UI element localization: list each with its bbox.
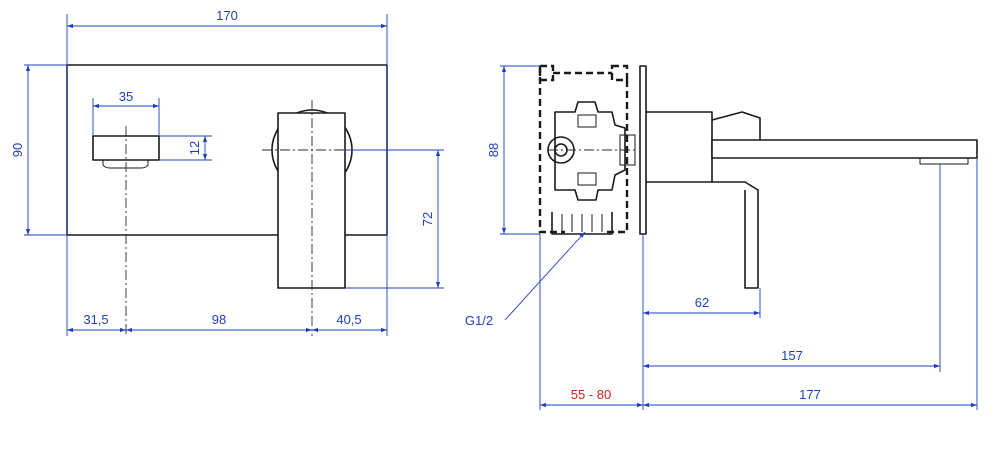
valve-body xyxy=(554,101,626,201)
dim-offset-middle-label: 98 xyxy=(212,312,226,327)
valve-port-top xyxy=(577,114,597,128)
diverter-handle-base xyxy=(102,160,149,169)
spout-aerator xyxy=(919,158,969,165)
dim-total-reach-label: 177 xyxy=(799,387,821,402)
dim-spout-reach-label: 157 xyxy=(781,348,803,363)
thread-label: G1/2 xyxy=(465,313,493,328)
dim-offset-right-label: 40,5 xyxy=(336,312,361,327)
spout xyxy=(711,139,978,159)
dim-lever-depth-label: 62 xyxy=(695,295,709,310)
dim-side-height-label: 88 xyxy=(486,143,501,157)
dim-width-label: 170 xyxy=(216,8,238,23)
dim-handle-width-label: 35 xyxy=(119,89,133,104)
mixer-body xyxy=(646,111,713,183)
lever-body xyxy=(277,112,346,289)
box-right-edge xyxy=(603,80,629,234)
box-left-edge xyxy=(538,66,565,234)
dim-offset-left-label: 31,5 xyxy=(83,312,108,327)
wall-plate-side xyxy=(639,65,647,235)
box-corner-tl xyxy=(538,64,555,82)
front-view: 170 90 35 12 72 31,5 98 40,5 xyxy=(10,8,444,336)
side-view: 88 G1/2 62 157 55 - 80 177 xyxy=(465,64,978,410)
thread-leader-line xyxy=(504,231,586,321)
dim-wall-depth-label: 55 - 80 xyxy=(571,387,611,402)
valve-port-bottom xyxy=(577,172,597,186)
dim-handle-height-label: 12 xyxy=(187,141,202,155)
dim-lever-height-label: 72 xyxy=(420,212,435,226)
lever-top xyxy=(711,111,761,140)
dim-height-label: 90 xyxy=(10,143,25,157)
box-corner-tr xyxy=(610,64,629,82)
lever-side xyxy=(712,181,759,289)
